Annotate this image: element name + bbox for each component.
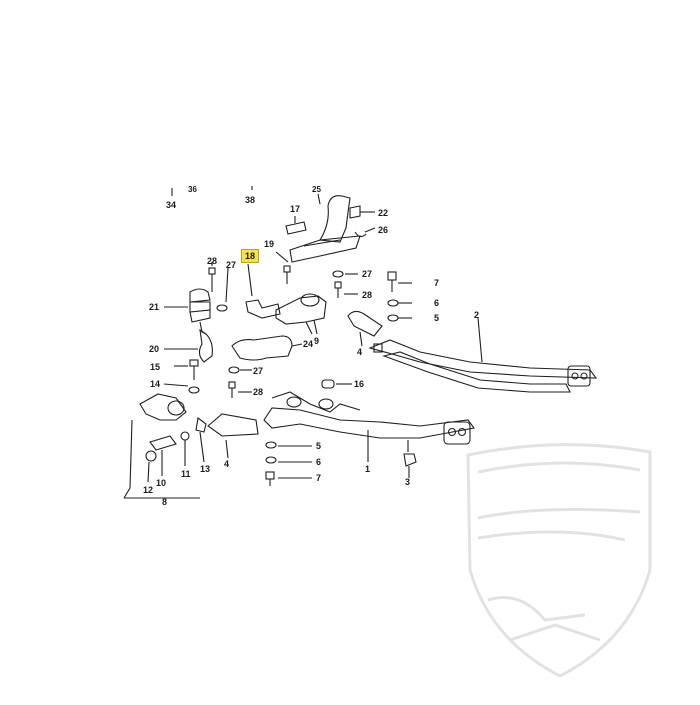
part-label-9: 9 (314, 336, 320, 346)
part-label-16: 16 (354, 379, 365, 389)
tailpipe-4-upper (347, 310, 383, 337)
part-label-7-lower: 7 (316, 473, 322, 483)
part-label-4-lower: 4 (224, 459, 230, 469)
exhaust-pipe-1 (263, 407, 475, 439)
hose-20 (198, 328, 213, 363)
flange-9 (275, 295, 327, 325)
part-label-15: 15 (150, 362, 161, 372)
tailpipe-4-lower (207, 413, 259, 437)
part-label-38: 38 (245, 195, 256, 205)
part-label-19: 19 (264, 239, 275, 249)
part-label-8: 8 (162, 497, 168, 507)
part-label-6-upper: 6 (434, 298, 440, 308)
part-label-5-upper: 5 (434, 313, 440, 323)
part-label-12: 12 (143, 485, 154, 495)
clamp-22 (349, 205, 361, 219)
part-label-13: 13 (200, 464, 211, 474)
part-label-28-upper: 28 (362, 290, 373, 300)
part-label-21: 21 (149, 302, 160, 312)
part-label-20: 20 (149, 344, 160, 354)
clamp-17 (285, 221, 307, 235)
part-label-24: 24 (303, 339, 314, 349)
elbow-24 (231, 335, 293, 361)
part-label-6-lower: 6 (316, 457, 322, 467)
bracket-18 (245, 299, 281, 319)
watermark-crest (466, 443, 652, 678)
part-label-11: 11 (181, 469, 191, 479)
part-label-25: 25 (312, 185, 321, 194)
part-outlines (123, 186, 598, 499)
exhaust-pipe-2 (368, 339, 598, 379)
part-label-4-upper: 4 (357, 347, 363, 357)
part-label-17: 17 (290, 204, 301, 214)
shroud-19 (289, 235, 361, 263)
lever-10 (149, 435, 177, 451)
part-label-26: 26 (378, 225, 389, 235)
part-label-18-highlighted: 18 (241, 249, 260, 263)
part-label-14: 14 (150, 379, 161, 389)
part-label-27-middle: 27 (253, 366, 264, 376)
part-label-27-upper: 27 (362, 269, 373, 279)
part-label-1: 1 (365, 464, 371, 474)
part-label-36: 36 (188, 185, 197, 194)
part-label-7-upper: 7 (434, 278, 440, 288)
part-label-22: 22 (378, 208, 389, 218)
part-label-27-left: 27 (226, 260, 237, 270)
part-label-28-left: 28 (207, 256, 218, 266)
part-label-10: 10 (156, 478, 167, 488)
heat-pipe-25 (319, 195, 351, 243)
part-label-2: 2 (474, 310, 480, 320)
rubber-boot-21 (189, 288, 211, 323)
part-label-5-lower: 5 (316, 441, 322, 451)
part-label-3: 3 (405, 477, 411, 487)
valve-body-8 (139, 393, 187, 421)
part-label-28-middle: 28 (253, 387, 264, 397)
part-label-34: 34 (166, 200, 177, 210)
